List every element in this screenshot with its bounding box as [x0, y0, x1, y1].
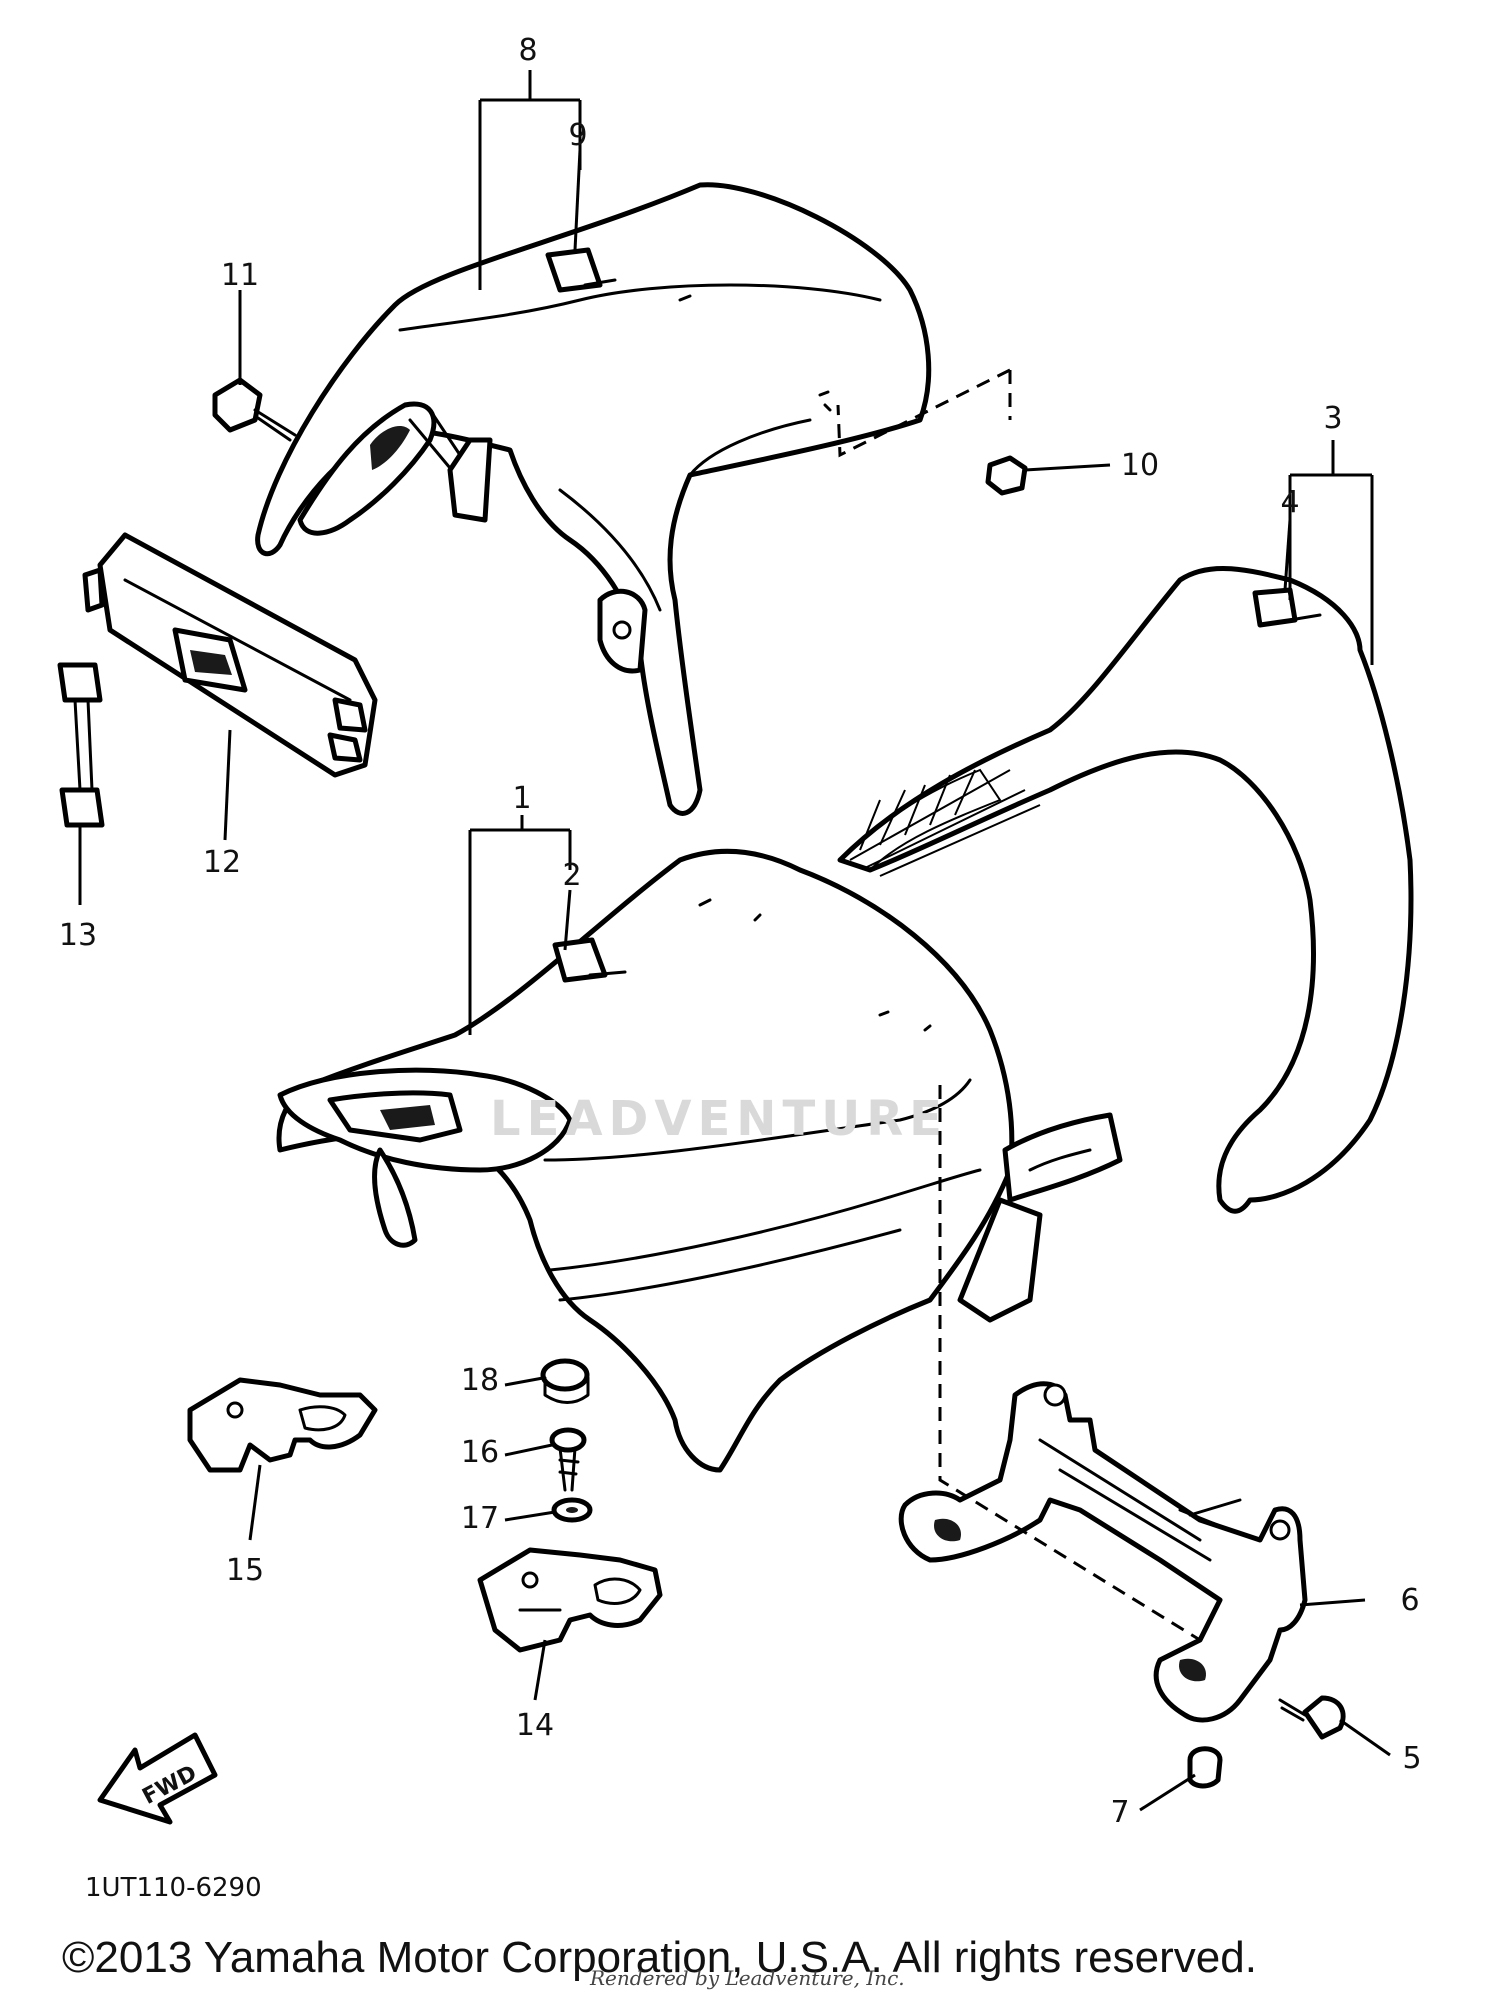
nut-part-10: [985, 455, 1028, 496]
callout-5: 5: [1402, 1741, 1421, 1776]
callout-11: 11: [221, 258, 259, 293]
forward-arrow-icon: FWD: [97, 1732, 218, 1825]
callout-16: 16: [461, 1435, 499, 1470]
guide-line-frame: [938, 1085, 1201, 1642]
callout-15: 15: [226, 1553, 264, 1588]
screw-part-16: [549, 1427, 587, 1492]
washer-part-17: [551, 1497, 593, 1523]
callout-13: 13: [59, 918, 97, 953]
callout-18: 18: [461, 1363, 499, 1398]
guide-line-nut: [836, 368, 1012, 458]
callout-6: 6: [1400, 1583, 1419, 1618]
bolt-part-5: [1278, 1695, 1346, 1740]
callout-3: 3: [1323, 401, 1342, 436]
callout-9: 9: [568, 118, 587, 153]
seat-frame-part-6: [898, 1381, 1308, 1723]
front-seat-part-1: [276, 848, 1123, 1473]
seat-lock-part-12: [82, 532, 378, 778]
watermark-text: LEADVENTURE: [490, 1091, 948, 1147]
callout-2: 2: [562, 858, 581, 893]
hook-part-14: [477, 1547, 663, 1653]
rear-seat-part-8: [255, 182, 932, 816]
diagram-code: 1UT110-6290: [85, 1873, 262, 1903]
callout-1: 1: [512, 781, 531, 816]
footer-overprint: Rendered by Leadventure, Inc.: [589, 1966, 905, 1990]
hook-part-15: [187, 1377, 378, 1473]
rear-cowl-part-3: [837, 566, 1414, 1214]
callout-4: 4: [1280, 485, 1299, 520]
strap-part-13: [57, 662, 105, 828]
cap-part-18: [540, 1358, 590, 1404]
callout-7: 7: [1110, 1795, 1129, 1830]
copyright-notice: ©2013 Yamaha Motor Corporation, U.S.A. A…: [62, 1933, 1257, 1982]
leader-lines: [78, 70, 1391, 1812]
bolt-part-11: [212, 377, 297, 442]
callout-14: 14: [516, 1708, 554, 1743]
callout-10: 10: [1121, 448, 1159, 483]
callout-12: 12: [203, 845, 241, 880]
callout-8: 8: [518, 33, 537, 68]
grommet-part-7: [1187, 1746, 1223, 1789]
callout-17: 17: [461, 1501, 499, 1536]
